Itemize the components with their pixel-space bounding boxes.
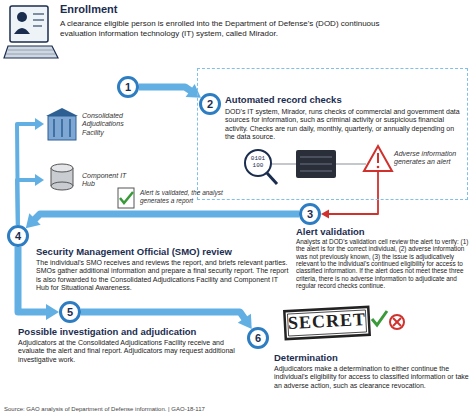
screen: [10, 6, 48, 42]
building-roof: [46, 108, 78, 116]
arrowhead: [46, 304, 59, 320]
binary-digits: 0101: [246, 155, 270, 162]
connector-line: [17, 180, 39, 225]
secret-stamp: [284, 307, 369, 339]
exclamation-bar: [377, 153, 379, 163]
stamp-border: [284, 307, 369, 339]
keyboard-row: [8, 50, 53, 51]
step-number: 6: [250, 330, 266, 346]
server-slot: [300, 164, 332, 165]
building-column: [61, 119, 63, 137]
alert-line: [377, 171, 379, 200]
facility-name: Consolidated Adjudications Facility: [82, 112, 138, 137]
step-heading: Security Management Official (SMO) revie…: [36, 246, 291, 257]
revoke-circle: [390, 315, 404, 329]
server-body: [296, 150, 336, 178]
server-slot: [300, 157, 332, 158]
step-body: Adjudicators at the Consolidated Adjudic…: [18, 339, 240, 364]
step-number: 5: [62, 304, 78, 320]
step-circle: 6: [247, 327, 269, 349]
binary-digits: 100: [246, 162, 270, 169]
step-body: The individual's SMO receives and review…: [36, 259, 291, 293]
continue-check: [372, 311, 387, 325]
report-check-icon: [118, 188, 134, 208]
screen-line: [33, 19, 44, 21]
building-body: [48, 116, 76, 140]
person-computer-icon: [4, 6, 58, 58]
keyboard: [4, 46, 58, 58]
arrowhead: [35, 118, 44, 130]
exclamation-dot: [377, 166, 380, 169]
source-note: Source: GAO analysis of Department of De…: [4, 406, 304, 413]
magnifier-handle: [267, 173, 277, 184]
step-circle: 5: [59, 301, 81, 323]
stamp-text: SECRET: [285, 310, 370, 334]
step-number: 1: [120, 79, 136, 95]
flow-arrow: [18, 247, 59, 320]
server-icon: [296, 150, 366, 178]
flow-arrow: [17, 174, 44, 225]
link-line: [336, 164, 366, 165]
revoke-cross: [393, 318, 401, 326]
revoke-icon: [390, 315, 404, 329]
report-page: [118, 188, 134, 208]
server-slot: [300, 171, 332, 172]
step-heading: Enrollment: [60, 3, 280, 16]
arrowhead: [238, 314, 252, 329]
hub-name: Component IT Hub: [82, 172, 138, 189]
step-circle: 2: [199, 93, 221, 115]
step-body: Analysts at DOD's validation cell review…: [296, 238, 472, 290]
step-heading: Automated record checks: [225, 94, 463, 105]
connector-line: [31, 214, 299, 223]
screen-line: [33, 13, 44, 15]
step-heading: Alert validation: [296, 226, 472, 237]
step-body: Adjudicators make a determination to eit…: [274, 365, 469, 390]
step-number: 4: [10, 228, 26, 244]
link-line: [271, 164, 296, 165]
magnifier-lens: [245, 150, 271, 176]
arrowhead: [321, 210, 329, 219]
keyboard-row: [6, 54, 55, 55]
alert-note: Adverse information generates an alert: [394, 150, 466, 167]
step-circle: 4: [7, 225, 29, 247]
arrowhead: [186, 84, 201, 98]
building-column: [69, 119, 71, 137]
step-circle: 1: [117, 76, 139, 98]
person-body: [14, 28, 30, 34]
database-side: [51, 168, 52, 186]
database-side: [73, 168, 74, 186]
step-body: A clearance eligible person is enrolled …: [60, 19, 405, 38]
icon-label: Component IT Hub: [44, 162, 140, 198]
step-circle: 3: [299, 203, 321, 225]
step-body: DOD's IT system, Mirador, runs checks of…: [225, 108, 463, 142]
building-icon: [46, 108, 78, 140]
check-mark: [120, 192, 133, 203]
connector-line: [139, 87, 194, 93]
dashed-group-box: Automated record checksDOD's IT system, …: [197, 68, 468, 200]
database-top: [51, 164, 73, 172]
step-heading: Possible investigation and adjudication: [18, 326, 243, 337]
flow-arrow: [321, 200, 378, 219]
database-icon: [51, 164, 73, 190]
step-heading: Determination: [274, 352, 464, 363]
magnifier-icon: [245, 150, 296, 184]
revoke-cross: [393, 318, 401, 326]
building-column: [53, 119, 55, 137]
step-number: 3: [302, 206, 318, 222]
warning-triangle: [364, 146, 392, 171]
flow-arrow: [17, 118, 44, 225]
step-number: 2: [202, 96, 218, 112]
connector-line: [326, 200, 378, 214]
edge-label: Alert is validated, the analyst generate…: [140, 189, 224, 205]
flow-arrow: [26, 213, 299, 228]
person-head: [17, 12, 27, 22]
alert-triangle: [364, 146, 392, 200]
icon-label: Consolidated Adjudications Facility: [44, 106, 140, 142]
arrowhead: [35, 174, 44, 186]
connector-line: [81, 312, 247, 323]
arrowhead: [26, 213, 41, 228]
database-bottom: [51, 182, 73, 190]
screen-line: [33, 25, 42, 27]
flow-arrow: [139, 84, 201, 98]
